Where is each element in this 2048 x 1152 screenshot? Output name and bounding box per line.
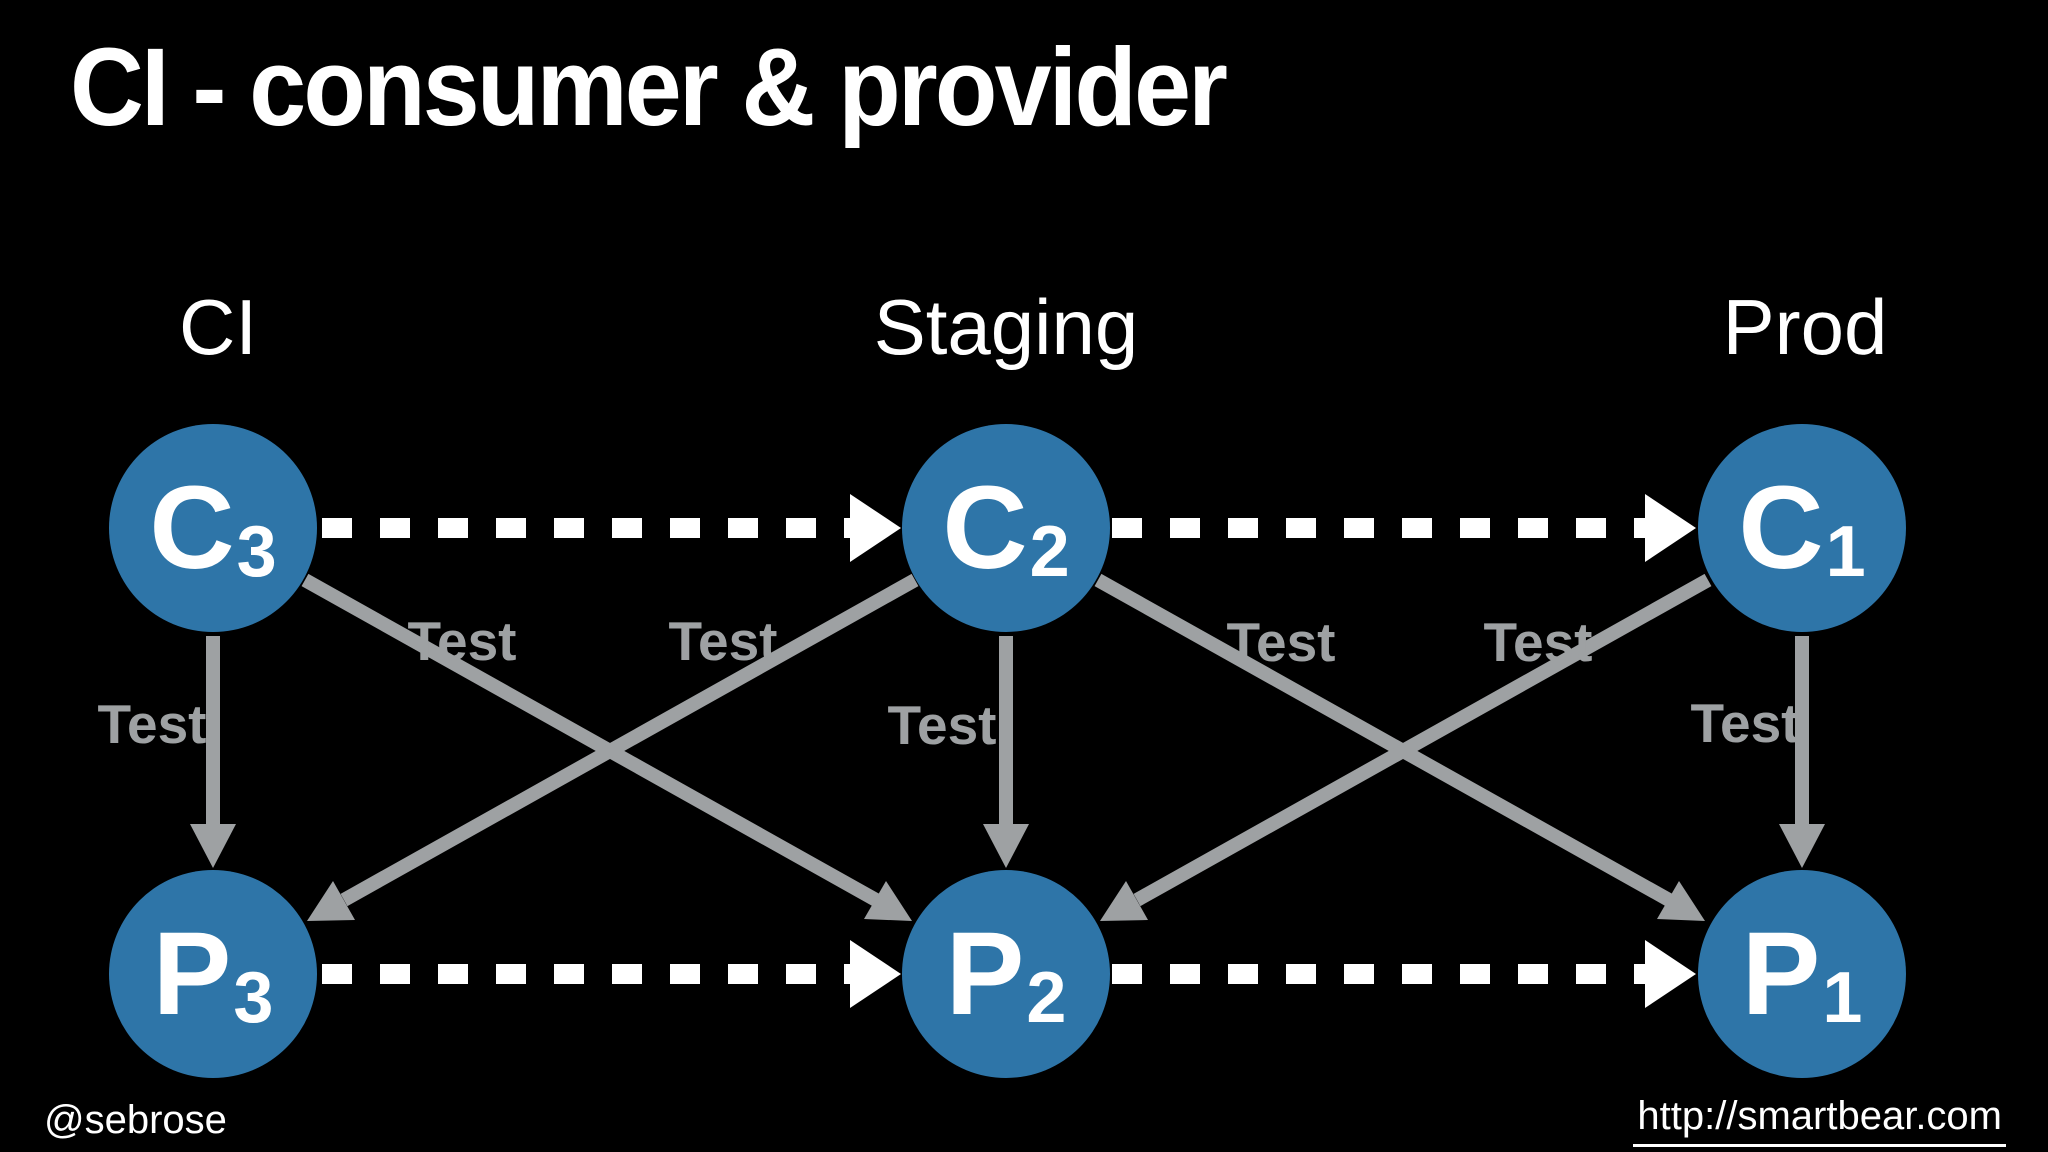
test-label-c1-p1: Test bbox=[1690, 692, 1800, 754]
node-p3-letter: P bbox=[152, 908, 232, 1040]
test-label-c2-p3: Test bbox=[668, 610, 778, 672]
node-p1-letter: P bbox=[1741, 908, 1821, 1040]
node-c3-subscript: 3 bbox=[236, 512, 277, 592]
pipeline-edge-c3-c2 bbox=[322, 494, 901, 562]
node-p3-subscript: 3 bbox=[233, 958, 274, 1038]
pipeline-edge-c2-c1 bbox=[1112, 494, 1696, 562]
test-label-c3-p3: Test bbox=[97, 693, 207, 755]
test-edge-c2-p1 bbox=[1094, 573, 1705, 921]
node-c2-subscript: 2 bbox=[1029, 512, 1070, 592]
pipeline-edge-p2-p1 bbox=[1112, 940, 1696, 1008]
footer-link[interactable]: http://smartbear.com bbox=[1633, 1094, 2006, 1147]
test-edge-c2-p2 bbox=[983, 636, 1029, 868]
node-p2-subscript: 2 bbox=[1026, 958, 1067, 1038]
node-c3-letter: C bbox=[149, 462, 235, 594]
test-label-c2-p2: Test bbox=[887, 694, 997, 756]
node-p2-letter: P bbox=[945, 908, 1025, 1040]
node-c1-subscript: 1 bbox=[1825, 512, 1866, 592]
column-header-prod: Prod bbox=[1722, 283, 1888, 371]
column-header-ci: CI bbox=[179, 283, 257, 371]
test-edge-c3-p2 bbox=[301, 573, 912, 921]
test-edge-c2-p3 bbox=[307, 573, 919, 921]
test-edge-c1-p1 bbox=[1779, 636, 1825, 868]
test-edge-c1-p2 bbox=[1100, 573, 1712, 921]
footer-handle: @sebrose bbox=[44, 1098, 227, 1142]
pipeline-edge-p3-p2 bbox=[322, 940, 901, 1008]
test-edge-c3-p3 bbox=[190, 636, 236, 868]
node-p1-subscript: 1 bbox=[1822, 958, 1863, 1038]
slide-title: CI - consumer & provider bbox=[70, 26, 1228, 149]
test-label-c2-p1: Test bbox=[1226, 611, 1336, 673]
node-c2-letter: C bbox=[942, 462, 1028, 594]
column-header-staging: Staging bbox=[873, 283, 1139, 371]
test-label-c3-p2: Test bbox=[407, 610, 517, 672]
node-c1-letter: C bbox=[1738, 462, 1824, 594]
test-label-c1-p2: Test bbox=[1483, 611, 1593, 673]
